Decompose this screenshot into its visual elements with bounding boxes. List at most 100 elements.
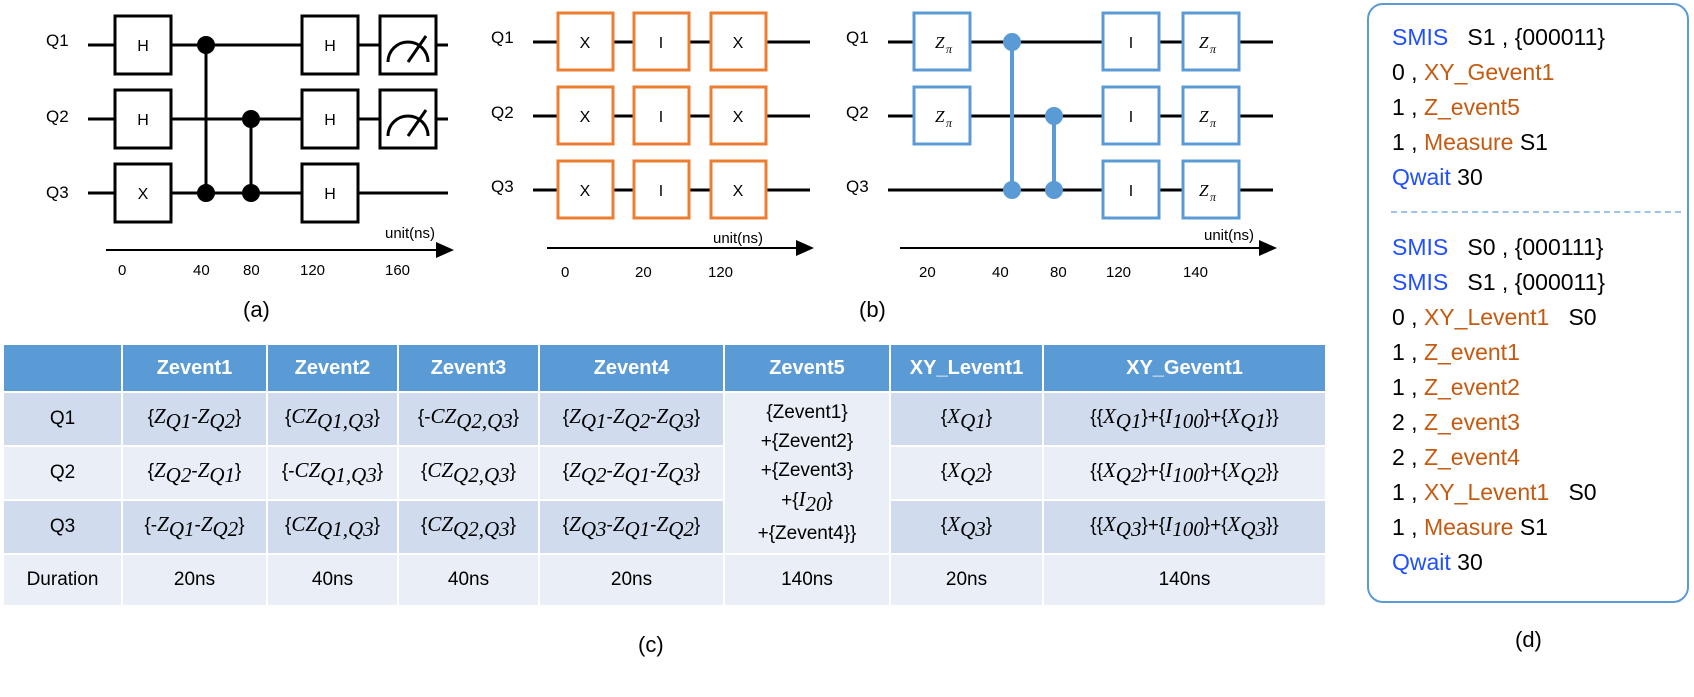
code-line: 1 , Measure S1 [1392,129,1548,155]
unit-label-b: unit(ns) [713,230,763,247]
code-line: 0 , XY_Gevent1 [1392,59,1555,85]
control-dot [197,184,215,202]
gate-b-i-q1: I [632,11,691,72]
duration-label: Duration [2,553,123,607]
code-line: 1 , Z_event5 [1392,94,1520,120]
zevent3-cell: {CZQ2,Q3} [397,445,540,501]
table-row: Q3 {-ZQ1-ZQ2} {CZQ1,Q3} {CZQ2,Q3} {ZQ3-Z… [2,499,1327,555]
control-dot [1045,181,1063,199]
svg-text:Z: Z [1199,33,1209,52]
code-panel: SMIS S1 , {000011} 0 , XY_Gevent1 1 , Z_… [1367,3,1689,603]
unit-label-c: unit(ns) [1204,227,1254,244]
svg-text:X: X [580,35,591,52]
tick-label: 120 [300,262,325,279]
qubit-label-a-q2: Q2 [46,107,69,126]
gate-c-i-q2: I [1101,85,1161,146]
gate-b-x2-q2: X [709,85,768,146]
zevent1-cell: {-ZQ1-ZQ2} [121,499,268,555]
zevent2-cell: {CZQ1,Q3} [266,499,399,555]
control-dot [1045,107,1063,125]
svg-text:I: I [1129,35,1133,52]
gate-b-x2-q3: X [709,159,768,220]
svg-text:Z: Z [1199,107,1209,126]
xy-gevent1-cell: {{XQ1}+{I100}+{XQ1}} [1042,391,1327,447]
control-dot [242,110,260,128]
gate-a-h-q1: H [113,14,173,76]
table-header: Zevent3 [397,343,540,393]
zevent1-cell: {ZQ1-ZQ2} [121,391,268,447]
row-label: Q1 [2,391,123,447]
qubit-label-b-q3: Q3 [491,177,514,196]
svg-text:I: I [659,35,663,52]
panel-label-d: (d) [1515,627,1542,652]
tick-label: 120 [1106,264,1131,281]
gate-b-i-q3: I [632,159,691,220]
svg-text:I: I [1129,183,1133,200]
xy-levent1-cell: {XQ1} [889,391,1044,447]
code-line: 2 , Z_event4 [1392,444,1520,470]
svg-text:X: X [733,183,744,200]
code-line: 2 , Z_event3 [1392,409,1520,435]
svg-text:I: I [659,109,663,126]
svg-text:X: X [138,186,149,203]
circuit-b: Q1 Q2 Q3 X I X X I X X I X unit(ns) 0 20… [491,11,814,281]
gate-b-x2-q1: X [709,11,768,72]
table-header [2,343,123,393]
svg-text:π: π [946,42,953,56]
duration-cell: 40ns [266,553,399,607]
code-line: Qwait 30 [1392,549,1483,575]
svg-text:I: I [659,183,663,200]
code-line: 0 , XY_Levent1 S0 [1392,304,1597,330]
duration-cell: 140ns [723,553,891,607]
table-header-row: Zevent1 Zevent2 Zevent3 Zevent4 Zevent5 … [2,343,1327,393]
svg-text:π: π [1210,190,1217,204]
tick-label: 120 [708,264,733,281]
table-header: XY_Gevent1 [1042,343,1327,393]
xy-levent1-cell: {XQ3} [889,499,1044,555]
svg-text:X: X [733,109,744,126]
svg-text:π: π [1210,42,1217,56]
table-header: XY_Levent1 [889,343,1044,393]
duration-cell: 40ns [397,553,540,607]
qubit-label-a-q1: Q1 [46,31,69,50]
svg-text:H: H [324,186,336,203]
duration-cell: 20ns [121,553,268,607]
table-header: Zevent4 [538,343,725,393]
code-line: SMIS S0 , {000111} [1392,234,1604,260]
table-header: Zevent2 [266,343,399,393]
code-line: 1 , Z_event2 [1392,374,1520,400]
gate-a-h2-q3: H [300,162,360,224]
table-row-duration: Duration 20ns 40ns 40ns 20ns 140ns 20ns … [2,553,1327,607]
table-row: Q1 {ZQ1-ZQ2} {CZQ1,Q3} {-CZQ2,Q3} {ZQ1-Z… [2,391,1327,555]
table-header: Zevent5 [723,343,891,393]
code-line: SMIS S1 , {000011} [1392,269,1606,295]
code-line: 1 , XY_Levent1 S0 [1392,479,1597,505]
xy-levent1-cell: {XQ2} [889,445,1044,501]
gate-c-i-q3: I [1101,159,1161,220]
svg-text:H: H [324,38,336,55]
svg-text:X: X [733,35,744,52]
code-line: SMIS S1 , {000011} [1392,24,1606,50]
duration-cell: 20ns [889,553,1044,607]
svg-text:Z: Z [935,107,945,126]
panel-label-a: (a) [243,297,270,322]
zevent1-cell: {ZQ2-ZQ1} [121,445,268,501]
control-dot [1003,181,1021,199]
table-header: Zevent1 [121,343,268,393]
panel-label-c: (c) [638,632,664,657]
svg-text:Z: Z [1199,181,1209,200]
svg-text:X: X [580,109,591,126]
row-label: Q3 [2,499,123,555]
svg-text:H: H [324,112,336,129]
gate-b-x1-q1: X [556,11,615,72]
svg-text:Z: Z [935,33,945,52]
duration-cell: 140ns [1042,553,1327,607]
event-table: Zevent1 Zevent2 Zevent3 Zevent4 Zevent5 … [2,343,1327,607]
svg-text:H: H [137,38,149,55]
